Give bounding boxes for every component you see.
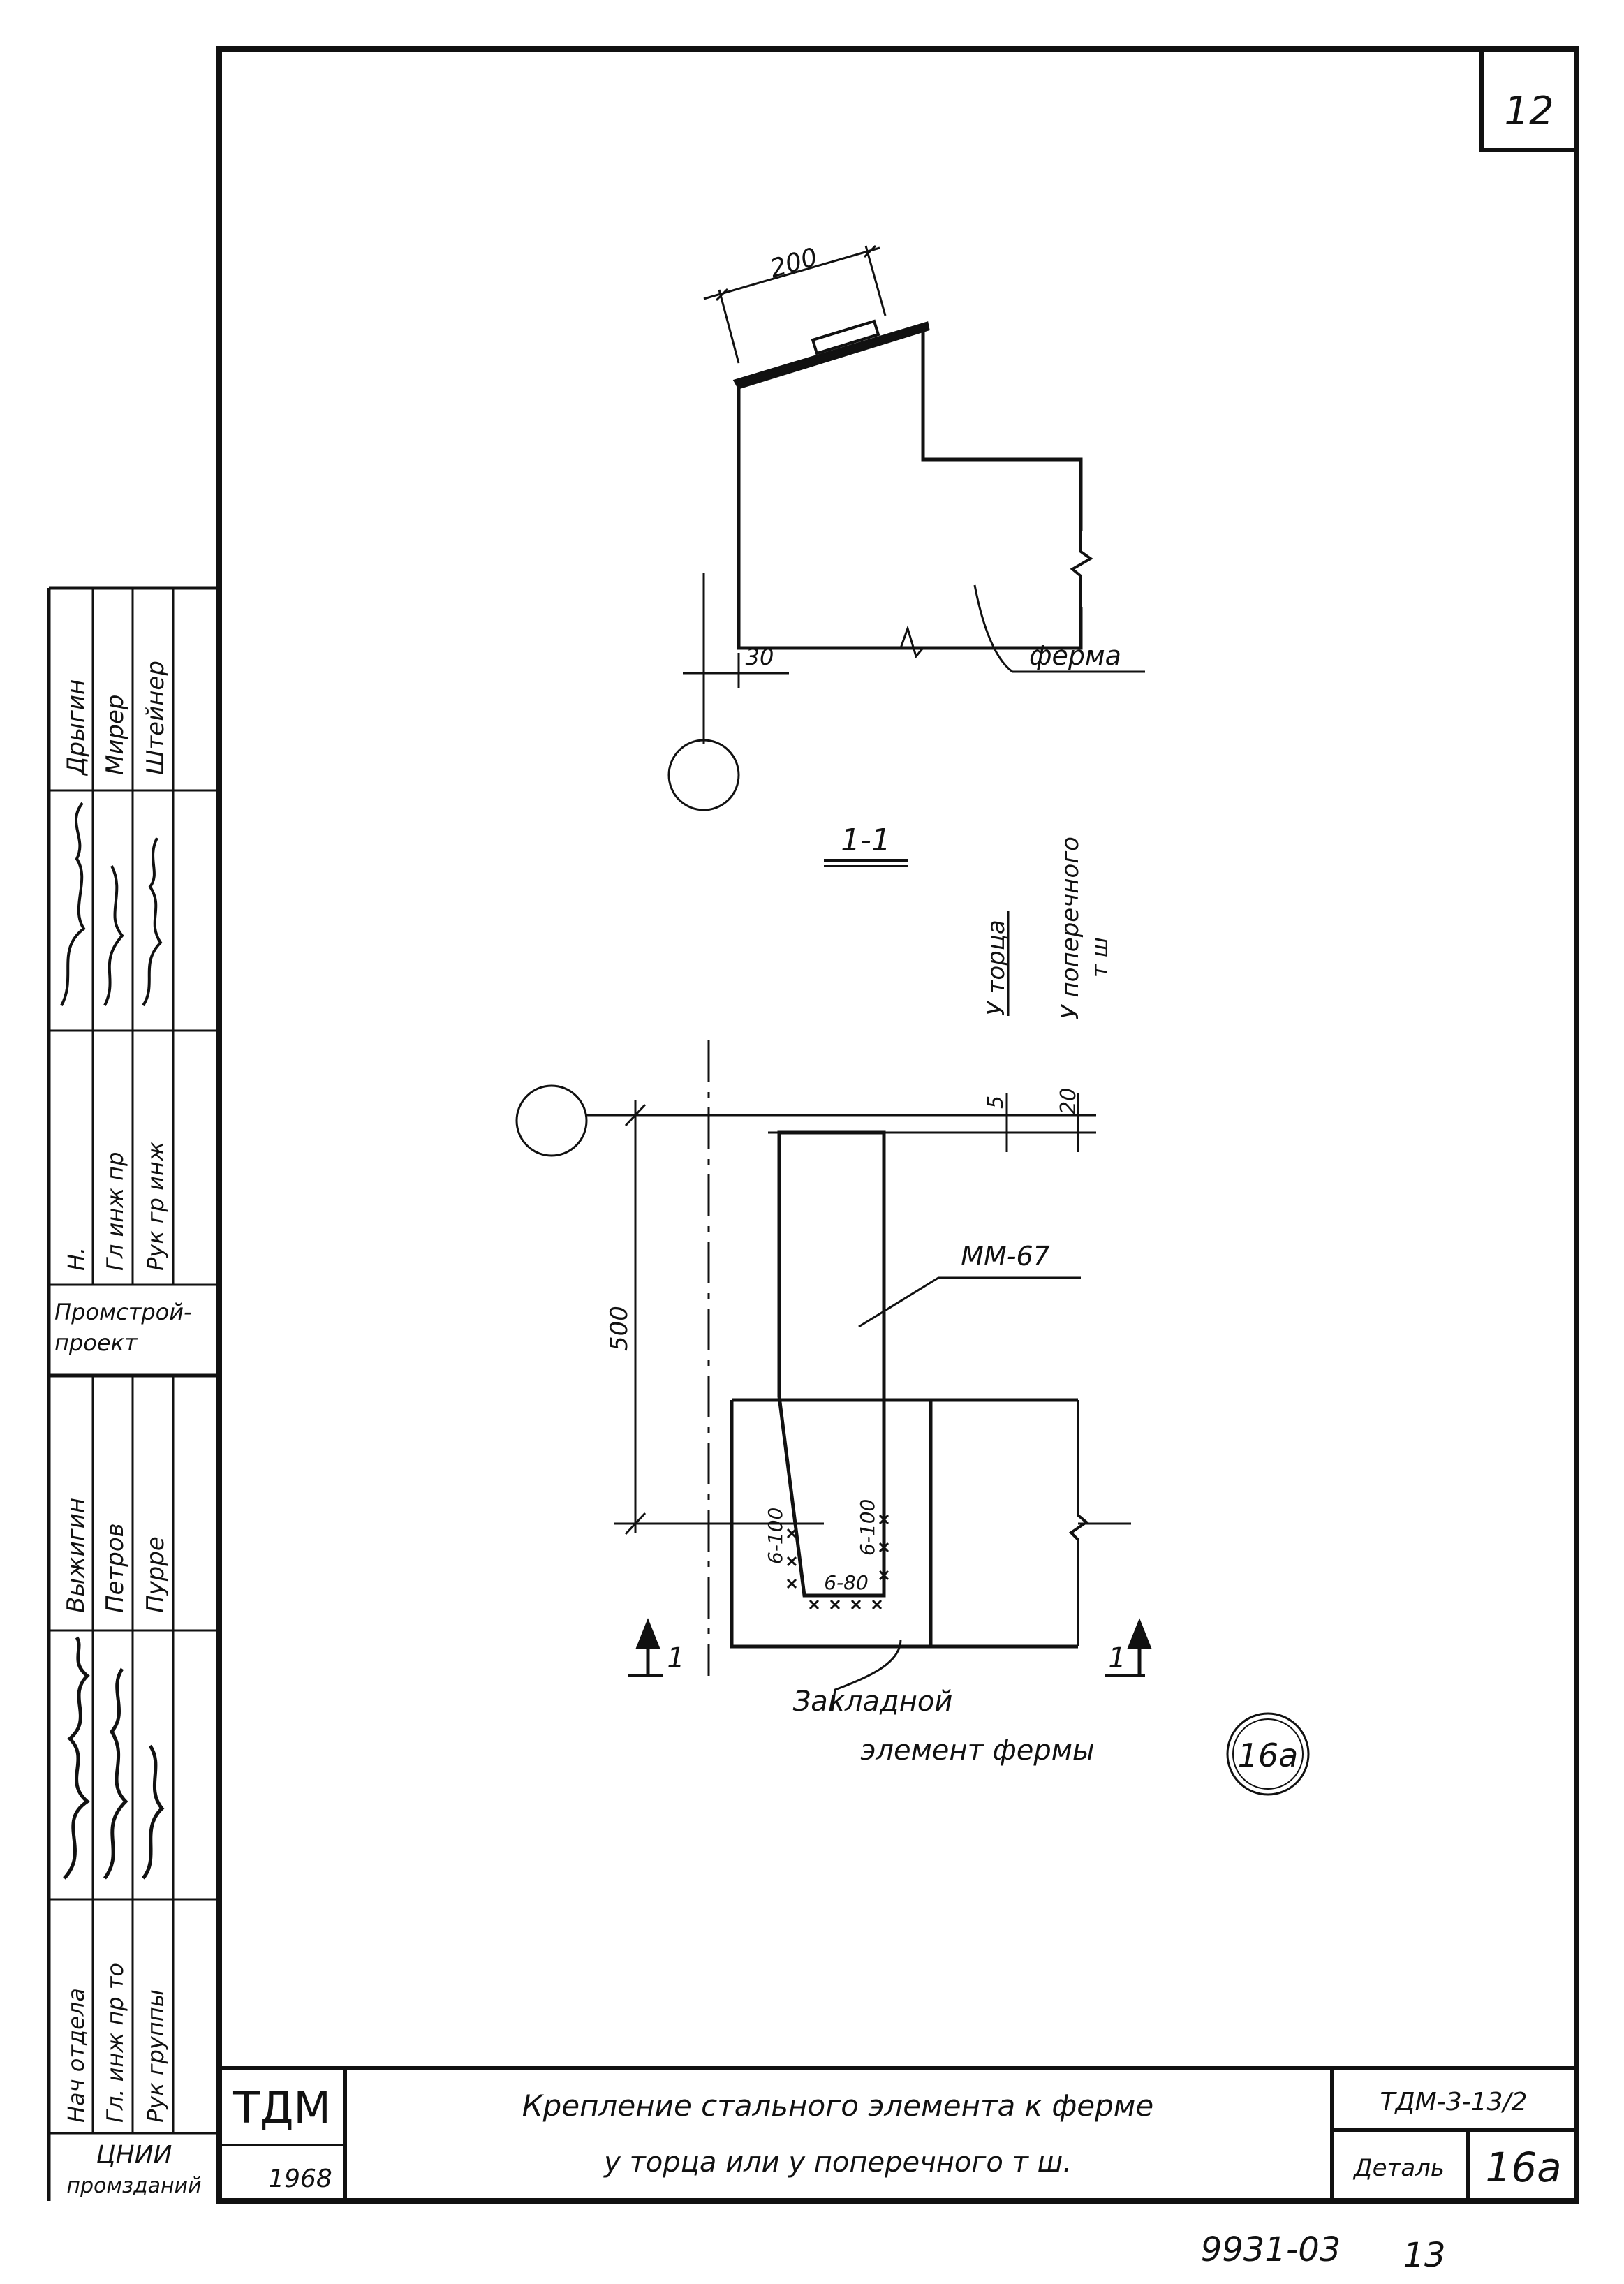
left-stamp: [47, 586, 219, 2201]
svg-text:Гл инж пр: Гл инж пр: [102, 1152, 128, 1271]
svg-text:Пурре: Пурре: [142, 1536, 170, 1613]
truss-profile: [737, 383, 1083, 650]
svg-text:Штейнер: Штейнер: [142, 661, 170, 775]
upper-stamp-signatures: [60, 802, 163, 1007]
sheet-frame: [216, 46, 1579, 2204]
svg-text:1-1: 1-1: [841, 823, 891, 858]
dim-500-label: 500: [605, 1306, 633, 1351]
svg-text:Н.: Н.: [63, 1247, 89, 1271]
weld-left-label: 6-100: [764, 1508, 787, 1564]
upper-stamp-names: Дрыгин Мирер Штейнер: [62, 661, 170, 776]
svg-text:Петров: Петров: [101, 1523, 129, 1613]
section-title: 1-1: [824, 823, 908, 867]
mm67-label: ММ-67: [961, 1241, 1050, 1272]
svg-text:Рук гр инж: Рук гр инж: [142, 1141, 169, 1271]
embedded-label-line1: Закладной: [793, 1686, 953, 1718]
drawing-title-line1: Крепление стального элемента к ферме: [522, 2088, 1154, 2123]
lower-stamp-signatures: [63, 1636, 165, 1880]
detail-circle: [1226, 1712, 1310, 1796]
steel-element-mm67: [777, 1130, 886, 1598]
embedded-element: [730, 1400, 1078, 1649]
top-view: [667, 244, 1145, 811]
svg-text:Рук группы: Рук группы: [142, 1989, 169, 2123]
lower-stamp-roles: Нач отдела Гл. инж пр то Рук группы: [63, 1963, 169, 2123]
lower-stamp-names: Выжигин Петров Пурре: [62, 1498, 170, 1613]
weld-right-label: 6-100: [856, 1499, 879, 1556]
section-view: [515, 1040, 1310, 1796]
weld-bottom-label: 6-80: [824, 1571, 869, 1594]
weld-marks: [786, 1514, 889, 1610]
dim-30-label: 30: [746, 644, 774, 670]
dim-200-label: 200: [767, 243, 820, 283]
col2-label-line1: У поперечного: [1056, 837, 1084, 1019]
dim-20-label: 20: [1056, 1088, 1081, 1114]
steel-plate: [732, 321, 930, 390]
col1-label: У торца: [982, 920, 1010, 1016]
embedded-label-line2: элемент фермы: [860, 1734, 1094, 1767]
title-block: [219, 2066, 1577, 2201]
cut-mark-right-label: 1: [1108, 1642, 1125, 1674]
col2-label-line2: т ш: [1086, 937, 1113, 978]
cut-mark-left-label: 1: [667, 1642, 684, 1674]
lower-org-line1: ЦНИИ: [96, 2141, 172, 2169]
ferma-label: ферма: [1029, 640, 1121, 671]
bottom-page: 13: [1403, 2236, 1445, 2275]
axis-circle-top: [667, 739, 740, 811]
dim-5-label: 5: [984, 1096, 1008, 1109]
logo-tdm: ТДМ: [232, 2082, 331, 2133]
axis-circle-section: [515, 1084, 588, 1157]
upper-org-line2: проект: [54, 1329, 138, 1356]
detail-value: 16а: [1485, 2144, 1561, 2191]
year-label: 1968: [268, 2165, 332, 2193]
svg-text:Нач отдела: Нач отдела: [63, 1988, 89, 2123]
upper-stamp-roles: Н. Гл инж пр Рук гр инж: [63, 1141, 169, 1271]
drawing-title-line2: у торца или у поперечного т ш.: [603, 2146, 1072, 2179]
upper-org-line1: Промстрой-: [54, 1299, 192, 1325]
doc-code: ТДМ-3-13/2: [1380, 2088, 1528, 2116]
svg-text:Гл. инж пр то: Гл. инж пр то: [102, 1963, 128, 2123]
sheet-number-box: 12: [1479, 49, 1577, 152]
svg-text:Выжигин: Выжигин: [62, 1498, 90, 1613]
bottom-code: 9931-03: [1201, 2230, 1341, 2269]
svg-text:Дрыгин: Дрыгин: [62, 679, 90, 776]
detail-label: Деталь: [1352, 2154, 1445, 2182]
lower-org-line2: промзданий: [66, 2174, 201, 2198]
detail-circle-label: 16а: [1238, 1737, 1299, 1774]
sheet-number: 12: [1504, 89, 1553, 134]
svg-text:Мирер: Мирер: [101, 694, 129, 775]
